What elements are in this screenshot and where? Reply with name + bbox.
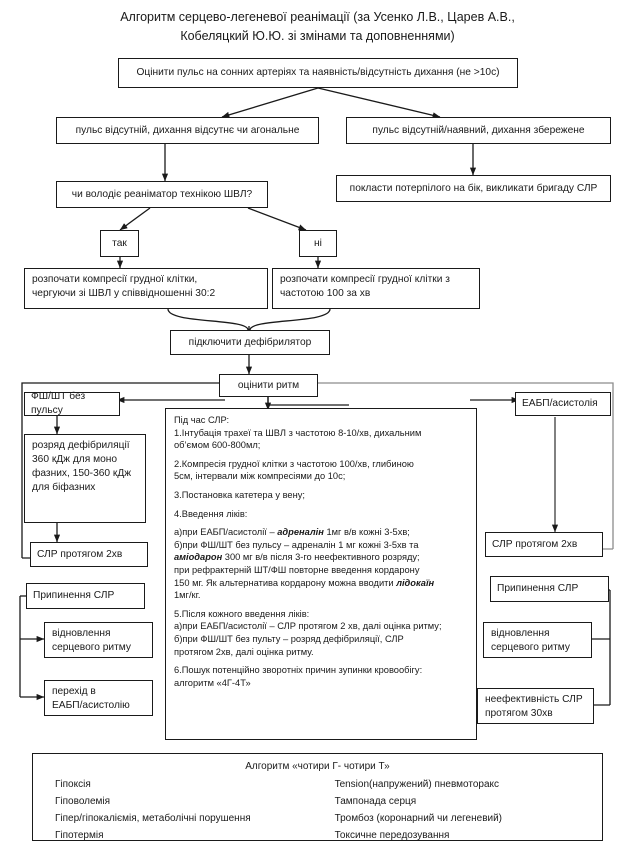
- node-stop-cpr-right-label: Припинення СЛР: [497, 583, 579, 594]
- note-item-4f: 1мг/кг.: [174, 590, 201, 601]
- node-pea-asystole: ЕАБП/асистолія: [515, 392, 611, 416]
- node-vf-vt-no-pulse-label: ФШ/ШТ без пульсу: [31, 391, 86, 416]
- node-compressions-only-line-1: розпочати компресії грудної клітки з: [280, 274, 450, 285]
- note-drug-adrenaline: адреналін: [277, 527, 324, 538]
- node-stop-cpr-left-label: Припинення СЛР: [33, 590, 115, 601]
- node-assess-pulse-breathing: Оцінити пульс на сонних артеріях та наяв…: [118, 58, 518, 88]
- note-item-4d: при рефрактерній ШТ/ФШ повторне введення…: [174, 564, 420, 575]
- node-assess-pulse-breathing-label: Оцінити пульс на сонних артеріях та наяв…: [136, 67, 500, 78]
- note-item-4e-pre: 150 мг. Як альтернатива кордарону можна …: [174, 577, 397, 588]
- note-item-5c: протягом 2хв, далі оцінка ритму.: [174, 646, 314, 657]
- node-assess-rhythm: оцінити ритм: [219, 374, 318, 397]
- note-item-4a-pre: а)при ЕАБП/асистолії –: [174, 527, 278, 538]
- page-title-line-1: Алгоритм серцево-легеневої реанімації (з…: [120, 10, 515, 24]
- four-h-column: Гіпоксія Гіповолемія Гіпер/гіпокаліємія,…: [33, 776, 335, 844]
- node-cpr-2min-right: СЛР протягом 2хв: [485, 532, 603, 557]
- node-stop-cpr-left: Припинення СЛР: [26, 583, 145, 609]
- node-defibrillation-shock-line-4: для біфазних: [32, 482, 96, 493]
- node-defibrillation-shock-line-2: 360 кДж для моно: [32, 454, 118, 465]
- node-rosc-left-line-2: серцевого ритму: [52, 642, 131, 653]
- node-attach-defibrillator-label: підключити дефібрилятор: [188, 336, 312, 348]
- four-h-item: Гіповолемія: [55, 796, 111, 807]
- four-h-four-t-columns: Гіпоксія Гіповолемія Гіпер/гіпокаліємія,…: [33, 776, 602, 850]
- node-answer-yes-label: так: [112, 237, 127, 249]
- node-cpr-2min-left-label: СЛР протягом 2хв: [37, 548, 123, 560]
- node-no-pulse-no-breathing: пульс відсутній, дихання відсутнє чи аго…: [56, 117, 319, 144]
- note-drug-amiodarone: аміодарон: [174, 552, 223, 563]
- node-pulse-breathing-present-label: пульс відсутній/наявний, дихання збереже…: [372, 124, 585, 136]
- node-defibrillation-shock: розряд дефібриляції 360 кДж для моно фаз…: [24, 434, 146, 523]
- node-recovery-position: покласти потерпілого на бік, викликати б…: [336, 175, 611, 202]
- four-t-item: Токсичне передозування: [334, 830, 450, 841]
- note-item-4a-post: 1мг в/в кожні 3-5хв;: [323, 527, 410, 538]
- node-rosc-right-line-2: серцевого ритму: [491, 642, 570, 653]
- note-heading: Під час СЛР:: [174, 415, 230, 425]
- note-item-4b: б)при ФШ/ШТ без пульсу – адреналін 1 мг …: [174, 539, 419, 550]
- node-cpr-ineffective-30min-line-1: неефективність СЛР: [485, 694, 583, 705]
- node-transition-to-pea-line-2: ЕАБП/асистолію: [52, 700, 130, 711]
- node-attach-defibrillator: підключити дефібрилятор: [170, 330, 330, 355]
- panel-four-h-four-t: Алгоритм «чотири Г- чотири Т» Гіпоксія Г…: [32, 753, 603, 841]
- node-compressions-with-ventilation: розпочати компресії грудної клітки, черг…: [24, 268, 268, 309]
- node-compressions-only-line-2: частотою 100 за хв: [280, 288, 371, 299]
- node-compressions-only: розпочати компресії грудної клітки з час…: [272, 268, 480, 309]
- note-item-4e: 150 мг. Як альтернатива кордарону можна …: [174, 577, 468, 590]
- node-rescuer-knows-ventilation: чи володіє реаніматор технікою ШВЛ?: [56, 181, 268, 208]
- node-cpr-ineffective-30min-line-2: протягом 30хв: [485, 708, 553, 719]
- node-transition-to-pea: перехід в ЕАБП/асистолію: [44, 680, 153, 716]
- node-recovery-position-label: покласти потерпілого на бік, викликати б…: [349, 182, 598, 194]
- note-item-4a: а)при ЕАБП/асистолії – адреналін 1мг в/в…: [174, 526, 468, 539]
- node-answer-no-label: ні: [314, 237, 322, 249]
- four-t-column: Tension(напружений) пневмоторакс Тампона…: [335, 776, 602, 844]
- node-cpr-ineffective-30min: неефективність СЛР протягом 30хв: [477, 688, 594, 724]
- node-stop-cpr-right: Припинення СЛР: [490, 576, 609, 602]
- node-defibrillation-shock-line-3: фазних, 150-360 кДж: [32, 468, 132, 479]
- node-compressions-with-ventilation-line-1: розпочати компресії грудної клітки,: [32, 274, 198, 285]
- node-rosc-right-line-1: відновлення: [491, 628, 550, 639]
- note-item-4c-post: 300 мг в/в після 3-го неефективного розр…: [222, 552, 420, 563]
- four-t-item: Тромбоз (коронарний чи легеневий): [334, 813, 503, 824]
- node-rosc-left-line-1: відновлення: [52, 628, 111, 639]
- note-item-1-line-1: 1.Інтубація трахеї та ШВЛ з частотою 8-1…: [174, 427, 422, 438]
- note-item-2-line-2: 5см, інтервали між компресіями до 10с;: [174, 471, 346, 482]
- panel-during-cpr-instructions: Під час СЛР: 1.Інтубація трахеї та ШВЛ з…: [165, 408, 477, 740]
- note-drug-lidocaine: лідокаїн: [396, 577, 435, 588]
- four-h-item: Гіпер/гіпокаліємія, метаболічні порушенн…: [55, 813, 251, 824]
- note-item-5: 5.Після кожного введення ліків:: [174, 608, 310, 619]
- note-item-1-line-2: об’ємом 600-800мл;: [174, 440, 261, 451]
- node-no-pulse-no-breathing-label: пульс відсутній, дихання відсутнє чи аго…: [75, 124, 300, 136]
- four-t-item: Tension(напружений) пневмоторакс: [334, 779, 500, 790]
- node-cpr-2min-left: СЛР протягом 2хв: [30, 542, 148, 567]
- node-compressions-with-ventilation-line-2: чергуючи зі ШВЛ у співвідношенні 30:2: [32, 288, 216, 299]
- node-rescuer-knows-ventilation-label: чи володіє реаніматор технікою ШВЛ?: [71, 188, 253, 200]
- note-item-2-line-1: 2.Компресія грудної клітки з частотою 10…: [174, 458, 414, 469]
- page-title: Алгоритм серцево-легеневої реанімації (з…: [0, 8, 635, 46]
- node-answer-yes: так: [100, 230, 139, 257]
- node-pea-asystole-label: ЕАБП/асистолія: [522, 398, 598, 409]
- note-item-3: 3.Постановка катетера у вену;: [174, 489, 305, 500]
- node-answer-no: ні: [299, 230, 337, 257]
- note-item-6-line-1: 6.Пошук потенційно зворотніх причин зупи…: [174, 665, 423, 676]
- node-rosc-right: відновлення серцевого ритму: [483, 622, 592, 658]
- node-transition-to-pea-line-1: перехід в: [52, 686, 96, 697]
- note-item-5a: а)при ЕАБП/асистолії – СЛР протягом 2 хв…: [174, 621, 442, 632]
- node-rosc-left: відновлення серцевого ритму: [44, 622, 153, 658]
- four-h-item: Гіпоксія: [55, 779, 91, 790]
- node-defibrillation-shock-line-1: розряд дефібриляції: [32, 440, 130, 451]
- note-item-6-line-2: алгоритм «4Г-4Т»: [174, 677, 251, 688]
- four-h-four-t-heading: Алгоритм «чотири Г- чотири Т»: [245, 761, 390, 772]
- node-cpr-2min-right-label: СЛР протягом 2хв: [492, 538, 578, 550]
- node-pulse-breathing-present: пульс відсутній/наявний, дихання збереже…: [346, 117, 611, 144]
- node-assess-rhythm-label: оцінити ритм: [237, 379, 300, 391]
- note-item-4c: аміодарон 300 мг в/в після 3-го неефекти…: [174, 551, 468, 564]
- note-item-5b: б)при ФШ/ШТ без пульту – розряд дефібрил…: [174, 633, 404, 644]
- note-item-4: 4.Введення ліків:: [174, 508, 248, 519]
- four-t-item: Тампонада серця: [334, 796, 417, 807]
- node-vf-vt-no-pulse: ФШ/ШТ без пульсу: [24, 391, 120, 416]
- page-title-line-2: Кобеляцкий Ю.Ю. зі змінами та доповнення…: [180, 29, 455, 43]
- four-h-item: Гіпотермія: [55, 830, 104, 841]
